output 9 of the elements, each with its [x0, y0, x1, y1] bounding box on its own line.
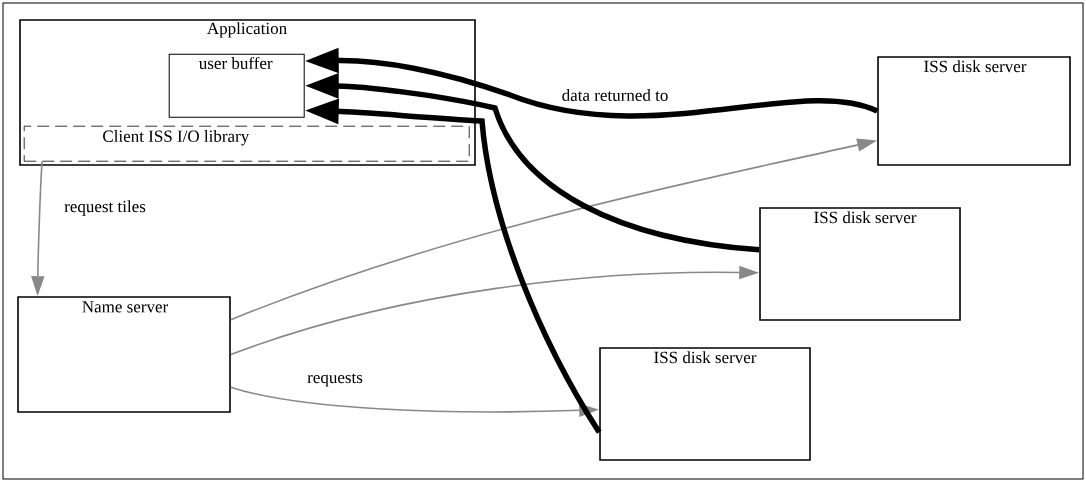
edge-label: requests [306, 372, 364, 388]
library-box: Client ISS I/O library [23, 125, 470, 162]
edge-label: data returned to [560, 88, 670, 102]
server-box: Name server [17, 296, 231, 413]
edge-label: request tiles [63, 199, 147, 217]
buffer-box: user buffer [168, 53, 305, 118]
server-box: ISS disk server [877, 56, 1071, 166]
server-box: ISS disk server [759, 207, 961, 321]
server-box: ISS disk server [599, 347, 811, 461]
